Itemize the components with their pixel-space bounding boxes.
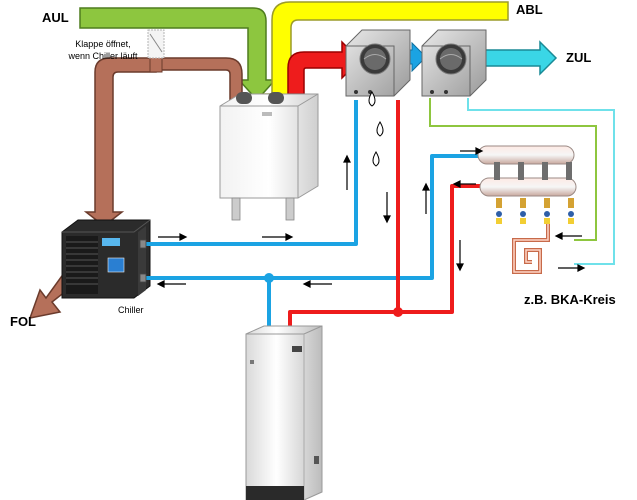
damper-note-line-2: wenn Chiller läuft (68, 51, 138, 61)
duct-coil-icon (421, 29, 487, 97)
aul-label: AUL (42, 10, 69, 25)
cold-water-pipe (144, 100, 482, 330)
damper-icon (147, 29, 165, 59)
water-drop-icon (368, 91, 384, 167)
abl-label: ABL (516, 2, 543, 17)
flow-arrow-icon (156, 147, 586, 288)
manifold-return-line (429, 98, 597, 241)
damper-note-line-1: Klappe öffnet, (75, 39, 131, 49)
damper-note: Klappe öffnet, wenn Chiller läuft (60, 38, 146, 62)
outdoor-air-duct (79, 7, 277, 102)
hot-pipe-junction (393, 307, 403, 317)
extract-duct (83, 55, 243, 227)
cold-pipe-junction (264, 273, 274, 283)
zul-label: ZUL (566, 50, 592, 65)
chiller-connector (139, 239, 147, 283)
manifold-icon (477, 145, 577, 274)
ventilation-unit-icon (219, 92, 319, 221)
storage-tank-icon (245, 325, 323, 500)
manifold-supply-line (467, 98, 615, 265)
fol-label: FOL (10, 314, 36, 329)
chiller-icon (61, 219, 151, 299)
chiller-label: Chiller (118, 305, 144, 315)
duct-coil-icon (345, 29, 411, 97)
bka-label: z.B. BKA-Kreis (524, 292, 616, 307)
hot-water-pipe (288, 100, 482, 330)
